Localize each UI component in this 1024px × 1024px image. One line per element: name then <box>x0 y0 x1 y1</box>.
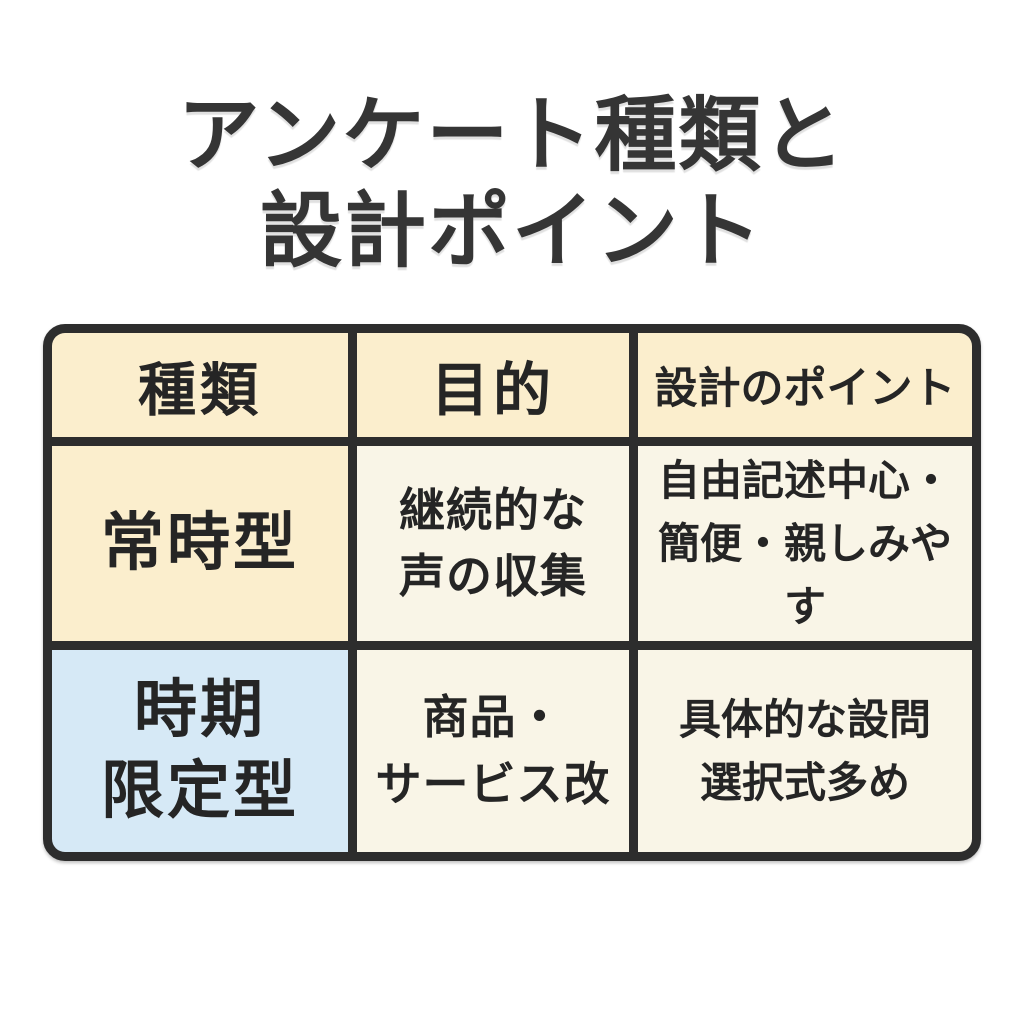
row-always-points-line1: 自由記述中心・ <box>657 456 952 504</box>
row-limited-type-cell: 時期 限定型 <box>52 649 348 852</box>
row-limited-points-line2: 選択式多め <box>699 758 910 806</box>
row-always-purpose-cell: 継続的な 声の収集 <box>357 445 629 641</box>
row-always-type-cell: 常時型 <box>52 445 348 641</box>
header-points-label: 設計のポイント <box>654 364 956 413</box>
row-always-points-line2: 簡便・親しみやす <box>657 519 952 630</box>
row-limited-purpose-line1: 商品・ <box>422 691 564 744</box>
row-limited-purpose-line2: サービス改 <box>375 757 611 810</box>
title-line-2: 設計ポイント <box>259 185 764 277</box>
row-limited-points-cell: 具体的な設問 選択式多め <box>638 649 972 852</box>
row-always-points-cell: 自由記述中心・ 簡便・親しみやす <box>638 445 972 641</box>
header-purpose-label: 目的 <box>430 357 555 423</box>
row-always-purpose-line2: 声の収集 <box>399 550 587 603</box>
survey-types-table: 種類 目的 設計のポイント 常時型 継続的な 声の収集 自由記述中心・ 簡便・親… <box>43 323 981 861</box>
row-always-purpose-line1: 継続的な <box>399 483 587 536</box>
row-limited-purpose-cell: 商品・ サービス改 <box>357 649 629 852</box>
header-cell-type: 種類 <box>52 332 348 437</box>
page-title: アンケート種類と 設計ポイント <box>0 0 1024 280</box>
header-cell-points: 設計のポイント <box>638 332 972 437</box>
title-line-1: アンケート種類と <box>177 90 847 181</box>
header-cell-purpose: 目的 <box>357 332 629 437</box>
row-limited-type-line2: 限定型 <box>101 755 299 826</box>
row-always-type-line1: 常時型 <box>101 508 299 579</box>
header-type-label: 種類 <box>137 357 262 423</box>
row-limited-points-line1: 具体的な設問 <box>678 695 931 743</box>
row-limited-type-line1: 時期 <box>134 675 266 746</box>
